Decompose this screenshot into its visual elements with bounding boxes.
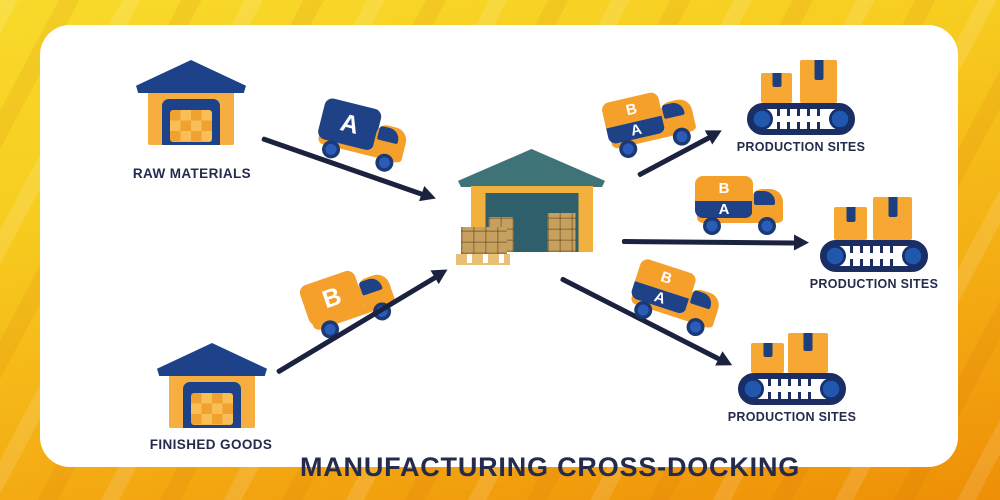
truck-letter: A bbox=[629, 120, 644, 140]
box-tape bbox=[772, 73, 781, 87]
truck-window bbox=[689, 289, 714, 310]
cross-dock-warehouse-icon bbox=[455, 149, 605, 269]
box-tape bbox=[888, 197, 897, 217]
warehouse-body bbox=[169, 376, 255, 428]
production-sites-label: PRODUCTION SITES bbox=[727, 410, 857, 424]
box-icon bbox=[761, 73, 792, 103]
truck-chassis bbox=[697, 215, 783, 223]
belt-ticks bbox=[850, 246, 898, 253]
truck-ba-icon: B A bbox=[624, 257, 730, 342]
truck-window bbox=[376, 125, 401, 145]
warehouse-roof bbox=[157, 343, 267, 376]
belt-wheel-icon bbox=[902, 245, 924, 267]
box-icon bbox=[873, 197, 912, 240]
production-sites-label: PRODUCTION SITES bbox=[809, 277, 939, 291]
cargo-top: B bbox=[695, 176, 753, 202]
truck-letter: B bbox=[718, 180, 730, 198]
belt-wheel-icon bbox=[824, 245, 846, 267]
content-card: RAW MATERIALS FINISHED GOODS A B bbox=[40, 25, 958, 482]
warehouse-shutter bbox=[170, 110, 212, 142]
wheel-icon bbox=[703, 217, 721, 235]
truck-letter: B bbox=[624, 100, 639, 120]
dock-roof bbox=[458, 149, 605, 187]
dock-body bbox=[471, 186, 593, 252]
truck-cargo: B bbox=[297, 268, 367, 328]
belt-ticks bbox=[768, 379, 816, 386]
crate-stack-icon bbox=[547, 213, 576, 252]
truck-window bbox=[754, 191, 775, 205]
warehouse-roof bbox=[136, 60, 246, 93]
raw-materials-warehouse-icon bbox=[136, 60, 246, 145]
belt-wheel-icon bbox=[820, 378, 842, 400]
truck-cargo: B A bbox=[695, 176, 753, 218]
truck-a-icon: A bbox=[312, 96, 416, 177]
belt-wheel-icon bbox=[742, 378, 764, 400]
box-icon bbox=[788, 333, 828, 373]
warehouse-body bbox=[148, 93, 234, 145]
belt-ticks bbox=[777, 122, 825, 129]
truck-letter: A bbox=[337, 107, 362, 140]
truck-cab bbox=[752, 189, 783, 222]
conveyor-belt-icon bbox=[738, 373, 846, 405]
arrow-dock-to-site-2 bbox=[621, 239, 796, 246]
truck-ba-icon: B A bbox=[695, 176, 787, 236]
truck-b-icon: B bbox=[297, 258, 405, 345]
conveyor-belt-icon bbox=[820, 240, 928, 272]
finished-goods-label: FINISHED GOODS bbox=[149, 437, 273, 452]
box-icon bbox=[751, 343, 784, 373]
truck-letter: A bbox=[718, 201, 730, 218]
wheel-icon bbox=[758, 217, 776, 235]
finished-goods-warehouse-icon bbox=[157, 343, 267, 428]
dock-opening bbox=[485, 193, 579, 252]
warehouse-door bbox=[162, 99, 220, 145]
production-sites-label: PRODUCTION SITES bbox=[736, 140, 866, 154]
belt-ticks bbox=[850, 259, 898, 266]
belt-ticks bbox=[768, 392, 816, 399]
truck-window bbox=[358, 275, 383, 296]
truck-window bbox=[661, 100, 685, 120]
truck-letter: A bbox=[651, 288, 668, 308]
belt-ticks bbox=[777, 109, 825, 116]
box-tape bbox=[803, 333, 813, 352]
box-tape bbox=[846, 207, 855, 223]
belt-wheel-icon bbox=[829, 108, 851, 130]
raw-materials-label: RAW MATERIALS bbox=[132, 166, 252, 181]
diagram-title: MANUFACTURING CROSS-DOCKING bbox=[299, 452, 801, 482]
box-icon bbox=[834, 207, 867, 240]
truck-letter: B bbox=[318, 281, 345, 314]
conveyor-belt-icon bbox=[747, 103, 855, 135]
box-tape bbox=[814, 60, 823, 80]
box-tape bbox=[763, 343, 772, 357]
warehouse-shutter bbox=[191, 393, 233, 425]
pallet-icon bbox=[456, 254, 510, 265]
truck-letter: B bbox=[658, 268, 674, 288]
cargo-bottom: A bbox=[695, 201, 753, 218]
pallet-crates-icon bbox=[461, 227, 507, 254]
belt-wheel-icon bbox=[751, 108, 773, 130]
warehouse-door bbox=[183, 382, 241, 428]
box-icon bbox=[800, 60, 837, 103]
